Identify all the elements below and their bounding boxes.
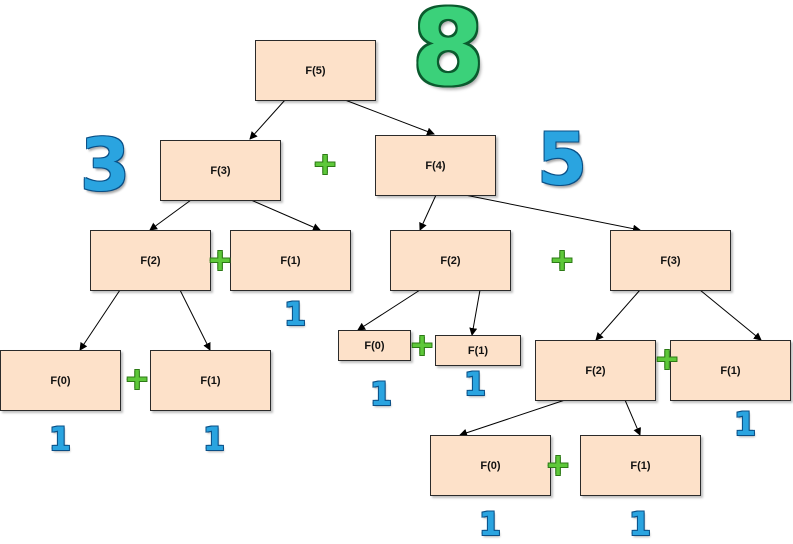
node-f1-a: F(1)	[230, 230, 351, 291]
plus-icon: +	[549, 243, 575, 278]
total-result: 8	[412, 0, 485, 109]
edge-f3-f2	[149, 199, 192, 231]
edge-f3-f1-right	[699, 289, 762, 341]
leaf-result: 1	[478, 505, 502, 543]
node-f2-a: F(2)	[90, 230, 211, 291]
node-f0-b: F(0)	[338, 330, 411, 361]
node-f1-b: F(1)	[150, 350, 271, 411]
edge-f3-f1	[250, 199, 321, 231]
node-f3-left: F(3)	[160, 140, 281, 201]
edge-f2-f1	[179, 289, 211, 351]
node-f4: F(4)	[375, 135, 496, 196]
leaf-result: 1	[628, 505, 652, 543]
leaf-result: 1	[369, 375, 393, 413]
node-f0-a: F(0)	[0, 350, 121, 411]
edge-f5-f4	[344, 99, 435, 136]
leaf-result: 1	[733, 405, 757, 443]
plus-icon: +	[409, 328, 435, 363]
node-f5: F(5)	[255, 40, 376, 101]
node-f3-right: F(3)	[610, 230, 731, 291]
right-subtree-result: 5	[537, 117, 588, 201]
leaf-result: 1	[202, 420, 226, 458]
node-f1-d: F(1)	[670, 340, 791, 401]
plus-icon: +	[545, 448, 571, 483]
edge-f4-f3	[464, 194, 641, 233]
edge-f2-f0	[79, 289, 121, 351]
leaf-result: 1	[48, 420, 72, 458]
node-f1-e: F(1)	[580, 435, 701, 496]
edge-f2-f0-bottom	[459, 399, 566, 437]
plus-icon: +	[124, 362, 150, 397]
edge-f4-f2	[419, 194, 437, 231]
node-f2-b: F(2)	[390, 230, 511, 291]
plus-icon: +	[654, 342, 680, 377]
edge-f2-f1-mid	[469, 289, 481, 336]
plus-icon: +	[207, 243, 233, 278]
node-f1-c: F(1)	[435, 335, 521, 366]
leaf-result: 1	[463, 365, 487, 403]
edge-f2-f1-bottom	[624, 399, 641, 436]
edge-f3-f2-right	[595, 289, 641, 341]
node-f2-c: F(2)	[535, 340, 656, 401]
node-f0-c: F(0)	[430, 435, 551, 496]
edge-f5-f3	[249, 99, 286, 140]
left-subtree-result: 3	[80, 123, 131, 207]
edge-f2-f0-mid	[357, 289, 421, 331]
leaf-result: 1	[283, 295, 307, 333]
plus-icon: +	[312, 147, 338, 182]
